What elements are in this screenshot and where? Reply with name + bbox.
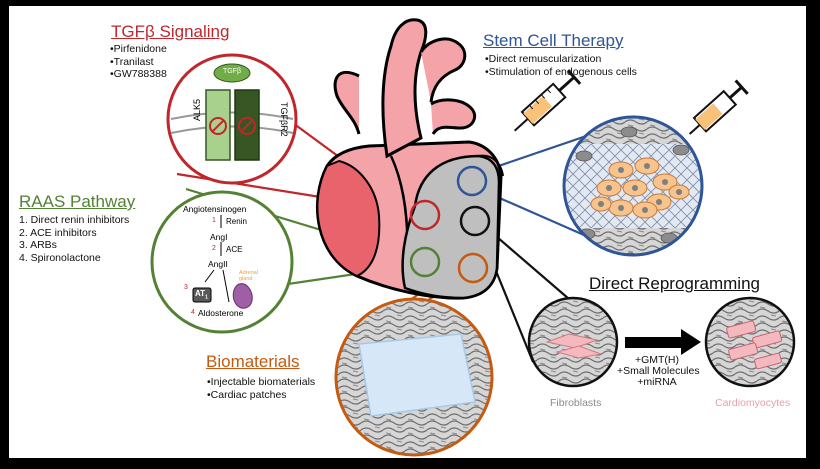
stem-list: •Direct remuscularization •Stimulation o… [485, 53, 637, 78]
raas-step-4: 4 [191, 309, 195, 316]
angiotensinogen-label: Angiotensinogen [183, 204, 247, 214]
tgfb-title: TGFβ Signaling [111, 22, 230, 41]
renin-label: Renin [226, 217, 247, 226]
raas-item-2: 2. ACE inhibitors [19, 226, 97, 239]
tgfb-drug-1: •Pirfenidone [110, 43, 167, 55]
raas-step-2: 2 [212, 245, 216, 252]
at1-receptor-label: AT1 [195, 289, 208, 301]
raas-list: 1. Direct renin inhibitors 2. ACE inhibi… [19, 214, 129, 264]
factor-small-molecules: +Small Molecules [617, 365, 700, 377]
stem-item-2: •Stimulation of endogenous cells [485, 65, 637, 78]
figure-canvas: TGFβ Signaling •Pirfenidone •Tranilast •… [9, 6, 806, 458]
reprogramming-factors: +GMT(H) +Small Molecules +miRNA [617, 354, 700, 388]
tgfb-drug-3: •GW788388 [110, 68, 167, 80]
reprogramming-title: Direct Reprogramming [589, 274, 760, 293]
diagram-graphics [150, 18, 796, 457]
raas-item-3: 3. ARBs [19, 239, 57, 251]
cardiomyocyte-diagram [704, 296, 796, 388]
raas-item-1: 1. Direct renin inhibitors [19, 214, 130, 226]
alk5-label: ALK5 [192, 98, 202, 121]
stem-title: Stem Cell Therapy [483, 31, 624, 50]
angII-label: AngII [208, 259, 228, 269]
tgfbr2-label: TGFβR2 [279, 102, 289, 137]
heart-target-circles [409, 165, 491, 284]
raas-item-4: 4. Spironolactone [19, 251, 101, 264]
fibroblast-diagram [527, 296, 619, 388]
raas-step-1: 1 [212, 217, 216, 224]
raas-title: RAAS Pathway [19, 192, 136, 211]
tgfb-ligand-label: TGFβ [223, 68, 242, 75]
biomaterials-item-2: •Cardiac patches [207, 388, 287, 401]
stem-item-1: •Direct remuscularization [485, 53, 602, 65]
heart [315, 18, 504, 300]
tgfb-drug-list: •Pirfenidone •Tranilast •GW788388 [110, 43, 167, 81]
at1-subscript: 1 [205, 294, 208, 301]
fibroblasts-label: Fibroblasts [550, 397, 602, 409]
biomaterials-list: •Injectable biomaterials •Cardiac patche… [207, 376, 315, 401]
syringe-icon-2 [688, 79, 749, 135]
reprogramming-arrow [625, 329, 701, 355]
factor-gmt: +GMT(H) [634, 354, 680, 366]
aldosterone-label: Aldosterone [198, 308, 244, 318]
raas-step-3: 3 [184, 284, 188, 291]
syringe-icon [513, 69, 582, 132]
raas-pathway-diagram [150, 190, 294, 334]
biomaterials-title: Biomaterials [206, 352, 300, 371]
adrenal-gland-label: Adrenal gland [239, 270, 258, 282]
angI-label: AngI [210, 232, 228, 242]
at1-text: AT [195, 289, 206, 298]
factor-mirna: +miRNA [637, 376, 677, 388]
tgfb-drug-2: •Tranilast [110, 55, 154, 68]
tgfb-receptor-diagram [166, 53, 298, 185]
cardiomyocytes-label: Cardiomyocytes [715, 397, 791, 409]
stem-cell-diagram [562, 115, 704, 257]
biomaterials-item-1: •Injectable biomaterials [207, 376, 316, 388]
ace-label: ACE [226, 245, 243, 254]
biomaterials-diagram [334, 297, 494, 457]
